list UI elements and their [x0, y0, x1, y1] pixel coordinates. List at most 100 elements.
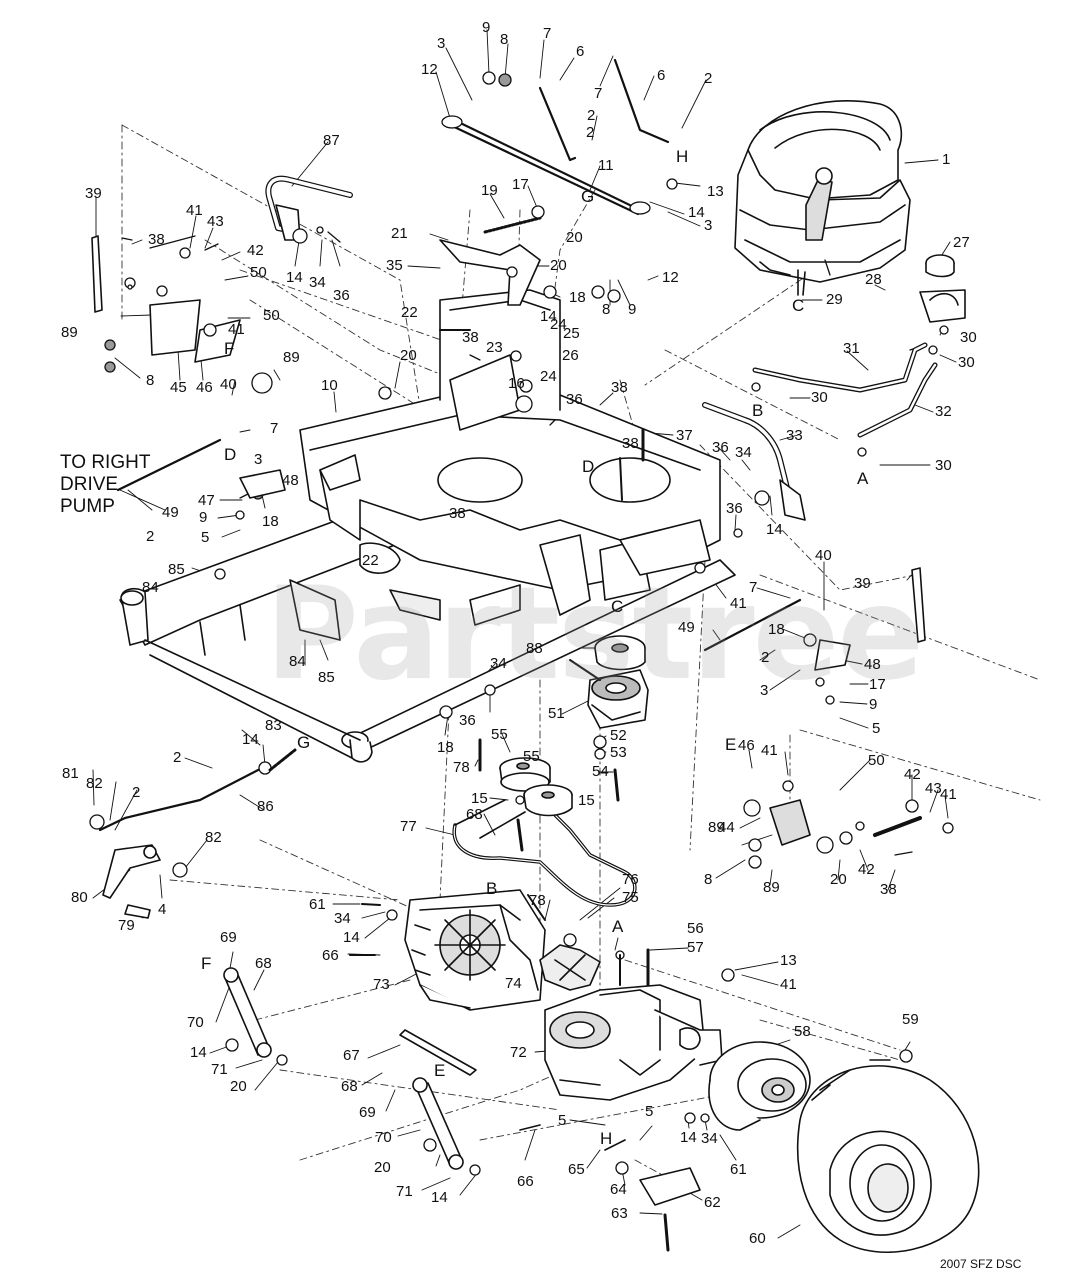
part-label: 17 [869, 676, 886, 693]
part-label: 12 [421, 61, 438, 78]
part-label: 9 [628, 301, 637, 318]
part-label: 4 [158, 901, 167, 918]
part-label: 7 [543, 25, 552, 42]
reference-letter: F [224, 339, 235, 358]
reference-letter: E [725, 735, 737, 754]
part-label: 2 [587, 107, 596, 124]
part-label: 20 [374, 1159, 391, 1176]
part-label: 42 [904, 766, 921, 783]
part-label: 41 [940, 786, 957, 803]
part-label: 7 [270, 420, 279, 437]
reference-letter: B [486, 879, 498, 898]
part-label: 74 [505, 975, 522, 992]
part-label: 87 [323, 132, 340, 149]
part-label: 70 [187, 1014, 204, 1031]
part-label: 42 [858, 861, 875, 878]
part-label: 8 [704, 871, 713, 888]
part-label: 2 [761, 649, 770, 666]
part-label: 41 [730, 595, 747, 612]
part-label: 14 [688, 204, 705, 221]
part-label: 5 [645, 1103, 654, 1120]
part-label: 83 [265, 717, 282, 734]
part-label: 9 [199, 509, 208, 526]
part-label: 41 [228, 321, 245, 338]
part-label: 26 [562, 347, 579, 364]
part-label: 20 [400, 347, 417, 364]
part-label: 14 [680, 1129, 697, 1146]
reference-letter: H [600, 1129, 613, 1148]
part-label: 68 [466, 806, 483, 823]
part-label: 53 [610, 744, 627, 761]
part-label: 2 [173, 749, 182, 766]
reference-letter: D [582, 457, 595, 476]
part-label: 78 [529, 892, 546, 909]
part-label: 38 [622, 435, 639, 452]
tie-rods [98, 58, 802, 832]
hardware [519, 1124, 670, 1252]
part-label: 8 [500, 31, 509, 48]
part-label: 38 [449, 505, 466, 522]
part-label: 66 [322, 947, 339, 964]
part-label: 39 [85, 185, 102, 202]
part-label: 20 [830, 871, 847, 888]
part-label: 1 [942, 151, 951, 168]
part-label: 14 [286, 269, 303, 286]
part-label: 2 [586, 124, 595, 141]
part-label: 23 [486, 339, 503, 356]
part-label: 12 [662, 269, 679, 286]
diagram-caption: 2007 SFZ DSC [940, 1257, 1022, 1271]
watermark: Partstree [265, 560, 924, 709]
part-label: 49 [678, 619, 695, 636]
part-label: 27 [953, 234, 970, 251]
part-label: 82 [86, 775, 103, 792]
part-label: 38 [148, 231, 165, 248]
part-label: 14 [343, 929, 360, 946]
part-label: 8 [602, 301, 611, 318]
part-label: 34 [490, 655, 507, 672]
part-label: 3 [254, 451, 263, 468]
reference-letter: B [752, 401, 764, 420]
part-label: 49 [162, 504, 179, 521]
part-label: 36 [726, 500, 743, 517]
part-label: 24 [540, 368, 557, 385]
fuel-line-icon [752, 342, 938, 438]
control-lever-icon [702, 402, 806, 521]
part-label: 7 [594, 85, 603, 102]
part-label: 11 [598, 157, 614, 174]
part-label: 37 [676, 427, 693, 444]
reference-letter: H [676, 147, 689, 166]
part-label: 77 [400, 818, 417, 835]
part-label: 32 [935, 403, 952, 420]
part-label: 72 [510, 1044, 527, 1061]
part-label: 22 [401, 304, 418, 321]
part-label: 9 [482, 19, 491, 36]
part-label: 38 [462, 329, 479, 346]
part-label: 34 [735, 444, 752, 461]
frame-icon [119, 289, 736, 763]
callout-right-drive-pump: TO RIGHT DRIVE PUMP [60, 452, 150, 518]
part-label: 33 [786, 427, 803, 444]
part-label: 31 [843, 340, 860, 357]
part-label: 41 [761, 742, 778, 759]
part-label: 5 [201, 529, 210, 546]
linkage [102, 844, 161, 919]
fuel-filter [919, 254, 966, 323]
part-label: 78 [453, 759, 470, 776]
part-label: 48 [282, 472, 299, 489]
part-label: 14 [766, 521, 783, 538]
part-label: 89 [708, 819, 725, 836]
part-label: 7 [749, 579, 758, 596]
part-label: 54 [592, 763, 609, 780]
part-label: 88 [526, 640, 543, 657]
clutch-icon [569, 659, 649, 729]
part-label: 39 [854, 575, 871, 592]
part-label: 57 [687, 939, 704, 956]
part-label: 15 [471, 790, 488, 807]
part-label: 36 [566, 391, 583, 408]
part-label: 30 [811, 389, 828, 406]
part-label: 50 [250, 264, 267, 281]
part-label: 68 [255, 955, 272, 972]
part-label: 58 [794, 1023, 811, 1040]
bracket [239, 469, 851, 1206]
part-label: 50 [263, 307, 280, 324]
